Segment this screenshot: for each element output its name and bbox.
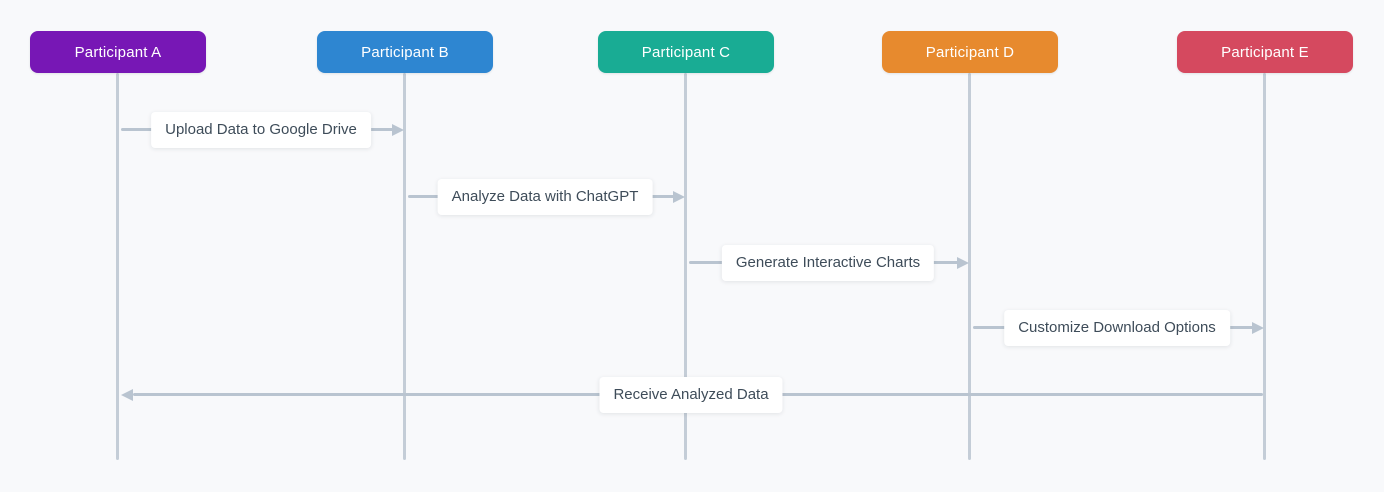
arrowhead-right-icon: [673, 191, 685, 203]
arrowhead-left-icon: [121, 389, 133, 401]
arrowhead-right-icon: [957, 257, 969, 269]
message-label-5[interactable]: Receive Analyzed Data: [599, 377, 783, 413]
lifeline-participant-b: [403, 73, 406, 460]
arrowhead-right-icon: [1252, 322, 1264, 334]
participant-label-b: Participant B: [361, 43, 449, 61]
lifeline-participant-a: [116, 73, 119, 460]
message-label-4[interactable]: Customize Download Options: [1004, 310, 1230, 346]
participant-label-e: Participant E: [1221, 43, 1309, 61]
message-label-3[interactable]: Generate Interactive Charts: [721, 245, 935, 281]
message-label-1[interactable]: Upload Data to Google Drive: [151, 112, 371, 148]
participant-box-e[interactable]: Participant E: [1177, 31, 1353, 73]
participant-box-d[interactable]: Participant D: [882, 31, 1058, 73]
lifeline-participant-c: [684, 73, 687, 460]
participant-box-c[interactable]: Participant C: [598, 31, 774, 73]
message-label-2[interactable]: Analyze Data with ChatGPT: [437, 179, 653, 215]
arrowhead-right-icon: [392, 124, 404, 136]
participant-label-c: Participant C: [641, 43, 731, 61]
participant-label-a: Participant A: [74, 43, 162, 61]
participant-box-a[interactable]: Participant A: [30, 31, 206, 73]
participant-label-d: Participant D: [925, 43, 1015, 61]
participant-box-b[interactable]: Participant B: [317, 31, 493, 73]
lifeline-participant-e: [1263, 73, 1266, 460]
lifeline-participant-d: [968, 73, 971, 460]
